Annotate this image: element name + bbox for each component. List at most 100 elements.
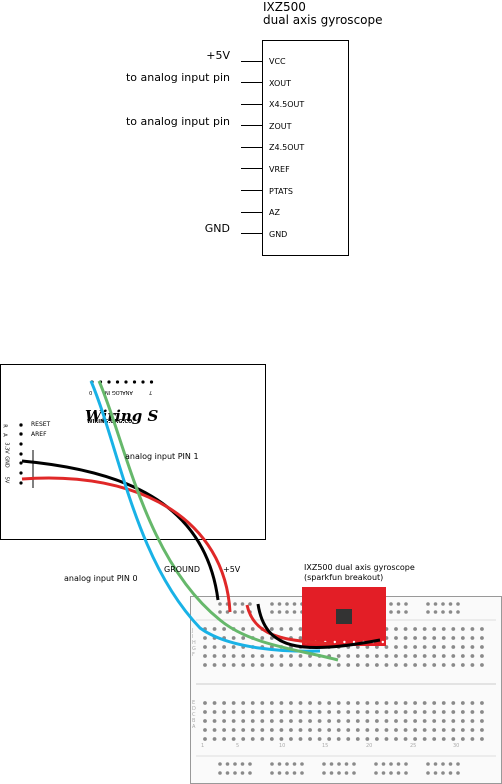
terminal-hole [375,710,379,714]
terminal-hole [279,627,284,631]
lead-x45out [241,104,262,105]
terminal-hole [298,701,303,705]
terminal-hole [403,710,408,714]
power-rail-hole [292,602,297,606]
terminal-hole [250,710,255,714]
terminal-hole [375,663,379,667]
analog-header-pin [141,380,145,384]
terminal-hole [231,663,236,667]
terminal-hole [317,737,322,741]
terminal-hole [441,636,446,640]
terminal-hole [384,663,389,667]
power-rail-hole [292,771,297,775]
terminal-hole [212,701,217,705]
analog-header-pin [124,380,128,384]
power-rail-hole [300,762,304,766]
breakout-pin [352,640,356,644]
annotation-analog-pin0: analog input PIN 0 [64,574,138,583]
power-rail-hole [225,762,230,766]
lead-z45out [241,147,262,148]
terminal-hole [432,728,437,732]
pin-vcc: VCC [269,57,286,66]
terminal-hole [470,636,475,640]
terminal-hole [203,663,207,667]
terminal-hole [432,636,437,640]
terminal-hole [384,654,389,658]
terminal-hole [212,737,217,741]
terminal-hole [441,654,446,658]
power-rail-hole [270,771,274,775]
pin-xout: XOUT [269,79,292,88]
terminal-hole [460,654,465,658]
terminal-hole [222,627,227,631]
col-number-10: 10 [279,743,286,749]
terminal-hole [289,728,293,732]
terminal-hole [346,728,351,732]
power-rail-hole [448,602,453,606]
terminal-hole [298,728,303,732]
power-rail-hole [285,602,289,606]
terminal-hole [317,663,322,667]
terminal-hole [203,636,207,640]
terminal-hole [231,645,236,649]
terminal-hole [250,701,255,705]
terminal-hole [298,737,303,741]
terminal-hole [260,701,265,705]
pin-az: AZ [269,208,280,217]
terminal-hole [260,636,265,640]
terminal-hole [432,737,437,741]
lead-zout [241,125,262,126]
terminal-hole [451,710,456,714]
terminal-hole [460,645,465,649]
terminal-hole [460,636,465,640]
power-rail-hole [374,762,378,766]
terminal-hole [250,719,255,723]
terminal-hole [355,663,360,667]
power-rail-hole [441,762,445,766]
terminal-hole [480,701,484,705]
terminal-hole [422,701,427,705]
terminal-hole [279,737,284,741]
terminal-hole [432,627,437,631]
power-header-pin [19,442,23,446]
terminal-hole [346,710,351,714]
terminal-hole [365,719,370,723]
terminal-hole [336,663,341,667]
terminal-hole [384,719,389,723]
terminal-hole [432,663,437,667]
power-rail-hole [233,762,237,766]
terminal-hole [317,728,322,732]
terminal-hole [203,728,207,732]
analog-header-pin [107,380,111,384]
terminal-hole [403,663,408,667]
terminal-hole [441,663,446,667]
terminal-hole [260,728,265,732]
power-rail-hole [248,771,252,775]
terminal-hole [365,663,370,667]
power-rail-hole [322,771,326,775]
power-rail-hole [433,602,438,606]
terminal-hole [470,627,475,631]
power-rail-hole [396,771,401,775]
terminal-hole [403,636,408,640]
power-rail-hole [456,602,460,606]
terminal-hole [212,719,217,723]
power-rail-hole [270,762,274,766]
power-rail-hole [426,610,430,614]
lead-gnd [241,233,262,234]
terminal-hole [470,663,475,667]
terminal-hole [403,645,408,649]
power-rail-hole [344,771,349,775]
terminal-hole [365,737,370,741]
terminal-hole [394,627,398,631]
power-rail-hole [218,610,222,614]
terminal-hole [279,719,284,723]
col-number-20: 20 [366,743,373,749]
terminal-hole [384,645,389,649]
terminal-hole [480,645,484,649]
wire-ground-black [21,459,220,601]
terminal-hole [355,737,360,741]
terminal-hole [470,728,475,732]
reset-aref-pin [19,423,23,427]
